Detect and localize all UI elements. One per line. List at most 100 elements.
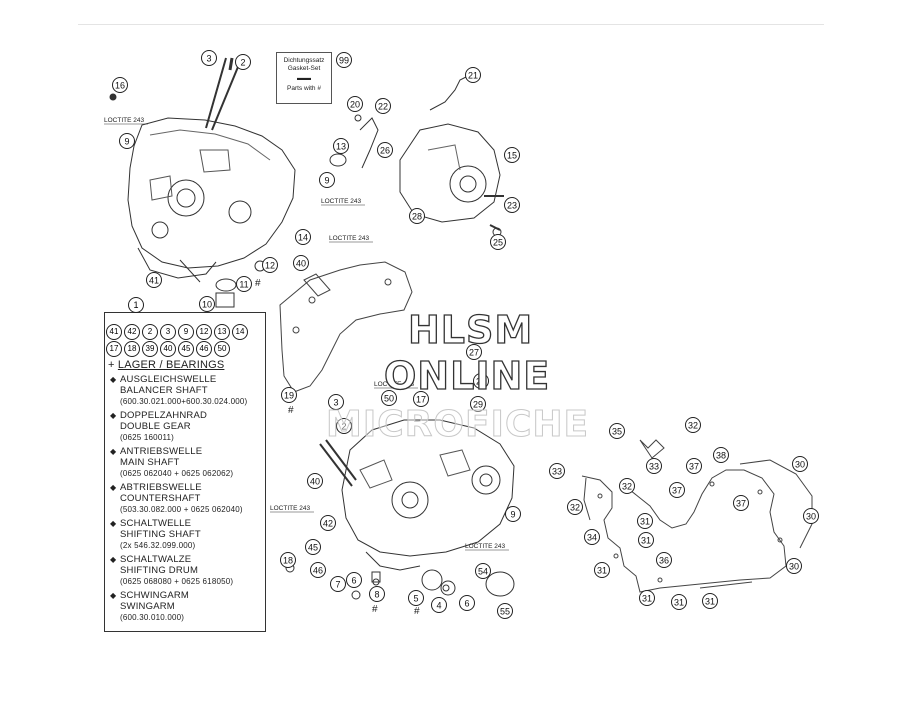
legend-chip-50: 50 [214,341,230,357]
bearing-part-numbers: (600.30.021.000+600.30.024.000) [120,397,248,406]
part-callout-29: 29 [470,396,486,412]
callout-circle [281,387,297,403]
part-callout-20: 20 [347,96,363,112]
callout-circle [346,572,362,588]
callout-number: 55 [500,607,510,617]
legend-chip-40: 40 [160,341,176,357]
bearing-name-de: SCHALTWELLE [120,518,192,529]
callout-number: 20 [350,100,360,110]
callout-circle [236,276,252,292]
callout-number: 17 [416,395,426,405]
legend-chip-17: 17 [106,341,122,357]
legend-chip-9: 9 [178,324,194,340]
bearing-part-numbers: (0625 160011) [120,433,175,442]
callout-circle [656,552,672,568]
part-callout-14: 14 [295,229,311,245]
callout-circle [328,394,344,410]
callout-circle [235,54,251,70]
bearing-name-en: DOUBLE GEAR [120,421,191,432]
callout-circle [671,594,687,610]
callout-circle [504,197,520,213]
callout-number: 10 [202,300,212,310]
part-callout-7: 7 [330,576,346,592]
callout-circle [369,586,385,602]
bullet-icon: ◆ [110,447,117,456]
callout-number: 9 [124,137,129,147]
part-callout-50: 50 [381,390,397,406]
callout-circle [112,77,128,93]
callout-number: 23 [507,201,517,211]
bearing-name-en: SHIFTING SHAFT [120,529,201,540]
callout-number: 28 [412,212,422,222]
callout-circle [637,513,653,529]
part-callout-9: 9 [319,172,335,188]
callout-number: 54 [478,567,488,577]
callout-circle [669,482,685,498]
callout-number: 22 [378,102,388,112]
callout-circle [293,255,309,271]
hash-mark-layer: #### [255,278,420,617]
callout-number: 16 [115,81,125,91]
part-callout-36: 36 [656,552,672,568]
callout-circle [619,478,635,494]
part-callout-28: 28 [409,208,425,224]
callout-circle [431,597,447,613]
bearing-list-heading: + LAGER / BEARINGS [108,360,264,371]
legend-chip-18: 18 [124,341,140,357]
callout-number: 27 [469,348,479,358]
callout-circle [473,373,489,389]
callout-number: 37 [736,499,746,509]
legend-chip-42: 42 [124,324,140,340]
callout-circle [646,458,662,474]
bearing-name-en: SWINGARM [120,601,175,612]
bullet-icon: ◆ [110,555,117,564]
callout-circle [567,499,583,515]
callout-number: 19 [284,391,294,401]
part-callout-40: 40 [307,473,323,489]
callout-number: 8 [374,590,379,600]
bearing-name-en: SHIFTING DRUM [120,565,199,576]
part-callout-32: 32 [685,417,701,433]
part-callout-10: 10 [199,296,215,312]
callout-number: 4 [436,601,441,611]
callout-number: 31 [642,594,652,604]
callout-number: 38 [716,451,726,461]
callout-number: 30 [789,562,799,572]
bearing-name-en: COUNTERSHAFT [120,493,201,504]
part-callout-31: 31 [638,532,654,548]
legend-chip-12: 12 [196,324,212,340]
part-callout-19: 19 [281,387,297,403]
bearing-name-de: AUSGLEICHSWELLE [120,374,217,385]
callout-circle [713,447,729,463]
part-callout-26: 26 [377,142,393,158]
callout-circle [549,463,565,479]
legend-chip-13: 13 [214,324,230,340]
callout-number: 31 [641,536,651,546]
bullet-icon: ◆ [110,411,117,420]
part-callout-35: 35 [609,423,625,439]
part-callout-42: 42 [320,515,336,531]
callout-number: 6 [351,576,356,586]
part-callout-37: 37 [733,495,749,511]
callout-circle [307,473,323,489]
callout-number: 3 [333,398,338,408]
callout-circle [584,529,600,545]
callout-circle [413,391,429,407]
callout-circle [119,133,135,149]
callout-circle [609,423,625,439]
callout-circle [347,96,363,112]
legend-chip-14: 14 [232,324,248,340]
bearing-legend-box [104,312,266,632]
callout-circle [336,418,352,434]
part-callout-4: 4 [431,597,447,613]
callout-number: 30 [806,512,816,522]
callout-number: 3 [206,54,211,64]
callout-circle [201,50,217,66]
page-top-rule [78,24,824,25]
legend-ref-callout: 1 [128,297,144,313]
callout-circle [470,396,486,412]
